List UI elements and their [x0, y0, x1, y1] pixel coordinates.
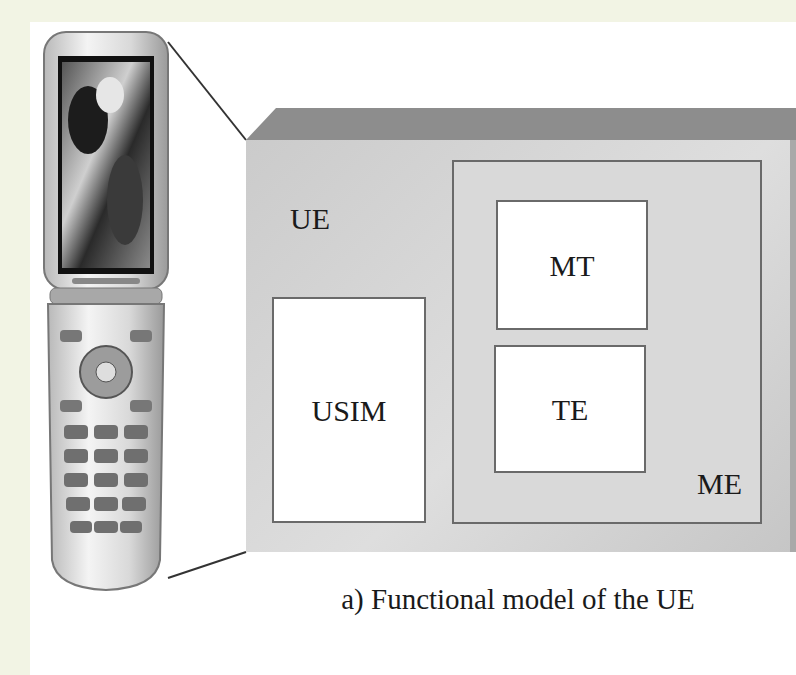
phone-lid: [44, 32, 168, 290]
phone-nav-key: [96, 362, 116, 382]
phone-keypad: [64, 425, 148, 533]
node-label: USIM: [311, 394, 386, 427]
phone-illustration: [44, 32, 168, 590]
phone-hinge: [50, 288, 162, 304]
node-label: MT: [550, 249, 595, 282]
phone-key: [130, 330, 152, 342]
figure-caption: a) Functional model of the UE: [246, 582, 790, 617]
node-label: UE: [290, 202, 330, 235]
screen-picture: [107, 155, 143, 245]
usim-box: USIM: [272, 297, 426, 523]
node-label: ME: [697, 467, 742, 500]
phone-speaker: [72, 278, 140, 284]
phone-screen: [62, 62, 150, 268]
te-box: TE: [494, 345, 646, 473]
ue-panel: UE USIM ME MT TE: [246, 140, 790, 552]
phone-key: [130, 400, 152, 412]
mt-box: MT: [496, 200, 648, 330]
phone-key: [60, 400, 82, 412]
phone-base: [48, 304, 164, 590]
panel-side-face: [790, 140, 796, 552]
phone-screen-frame: [58, 56, 154, 274]
me-box: ME MT TE: [452, 160, 762, 524]
node-label: TE: [552, 393, 589, 426]
phone-nav-key: [80, 346, 132, 398]
zoom-line: [168, 552, 246, 578]
phone-key: [60, 330, 82, 342]
panel-top-face: [246, 108, 796, 140]
screen-picture: [96, 77, 124, 113]
zoom-line: [168, 42, 246, 140]
